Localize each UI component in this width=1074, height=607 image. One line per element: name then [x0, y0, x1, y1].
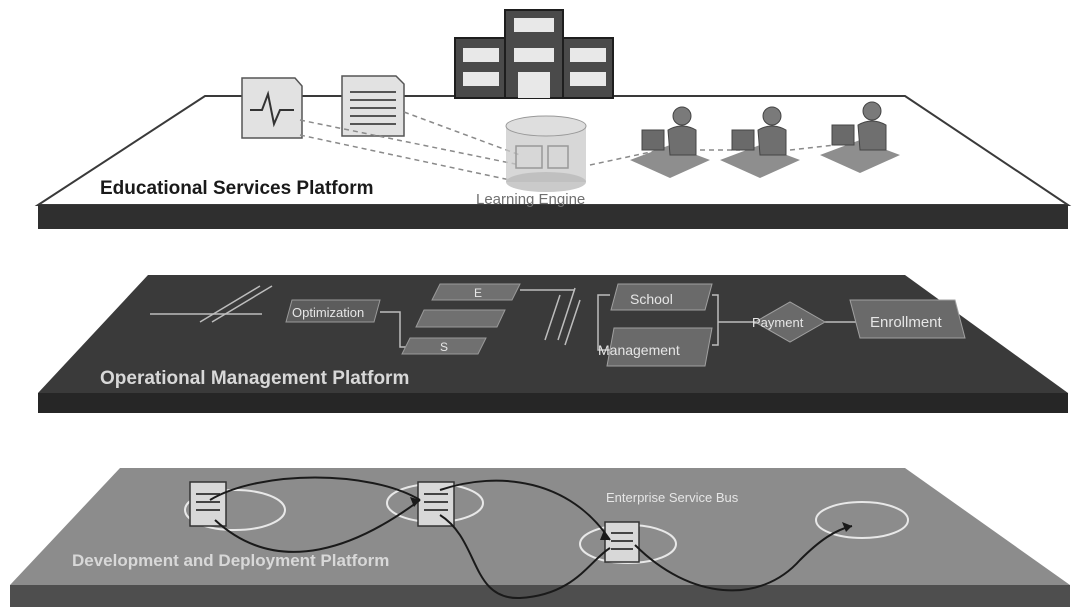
database-icon [505, 115, 587, 192]
service-document-icon [604, 521, 640, 563]
operational-connectors [150, 285, 860, 351]
educational-layer-title: Educational Services Platform [100, 178, 374, 199]
payment-label: Payment [752, 315, 804, 330]
operational-layer-edge [38, 393, 1068, 413]
development-layer-title: Development and Deployment Platform [72, 551, 389, 570]
e-node-label: E [474, 286, 482, 300]
school-label: School [630, 291, 673, 307]
operational-layer-title: Operational Management Platform [100, 368, 409, 389]
management-node [606, 327, 713, 367]
user-workstation-icon [630, 106, 710, 178]
chart-document-icon [241, 77, 303, 139]
service-bus-arrows [209, 476, 853, 600]
user-workstation-icon [720, 106, 800, 178]
optimization-label: Optimization [292, 305, 364, 320]
text-document-icon [341, 75, 405, 137]
school-node [610, 283, 713, 311]
educational-layer-edge [38, 205, 1068, 229]
educational-services-layer: Educational Services Platform Learning E… [34, 9, 1072, 229]
payment-node [753, 301, 827, 343]
enterprise-service-bus-label: Enterprise Service Bus [606, 490, 739, 505]
service-node-ring [184, 489, 286, 531]
enrollment-label: Enrollment [870, 314, 943, 331]
arrow-head-icon [600, 530, 610, 540]
development-deployment-layer: Enterprise Service Bus Development and D… [10, 468, 1070, 607]
learning-engine-label: Learning Engine [476, 191, 585, 208]
s-node [401, 337, 487, 355]
educational-connectors [299, 111, 836, 181]
e-node [431, 283, 521, 301]
service-node-ring [815, 501, 909, 539]
management-label: Management [598, 342, 680, 358]
s-node-label: S [440, 340, 448, 354]
arrow-head-icon [842, 522, 852, 532]
middle-stack-node [415, 309, 506, 328]
service-document-icon [417, 481, 455, 527]
user-workstation-icon [820, 101, 900, 173]
school-building-icon [454, 9, 614, 99]
enrollment-node [849, 299, 966, 339]
operational-management-layer: Optimization E S School Management Payme… [38, 275, 1068, 413]
service-document-icon [189, 481, 227, 527]
optimization-node [285, 299, 381, 323]
arrow-head-icon [410, 497, 420, 507]
